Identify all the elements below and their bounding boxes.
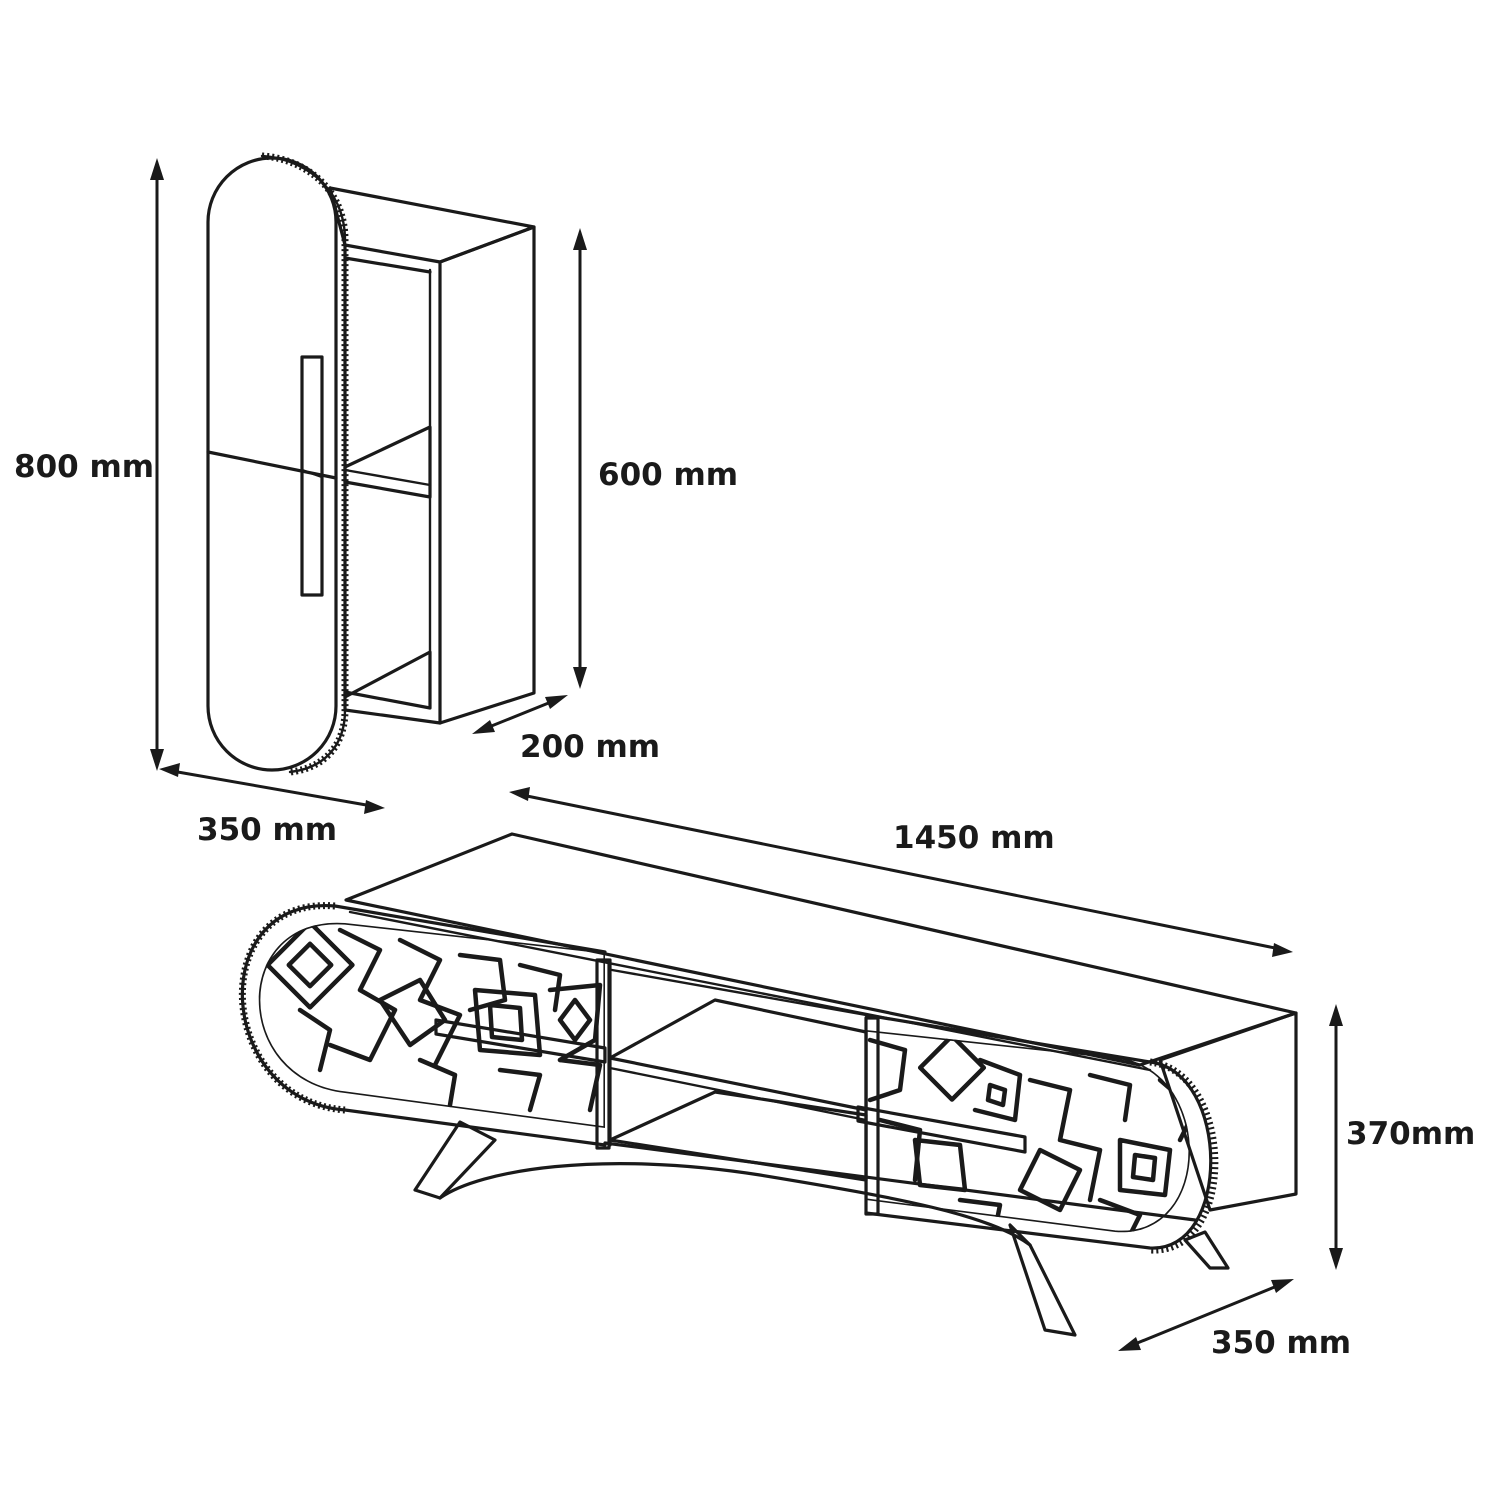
wall-cabinet-top xyxy=(328,186,536,264)
tv-unit-top-front-edge xyxy=(348,910,1152,1072)
dimension-arrows xyxy=(150,158,1343,1351)
tv-unit-left-door-slat xyxy=(595,958,611,1150)
wall-cabinet-handle-cut xyxy=(300,468,324,479)
tv-unit-left-door-carving xyxy=(258,922,605,1128)
label-wall-cabinet-shelf-height: 600 mm xyxy=(598,457,739,493)
tv-unit-right-handle[interactable] xyxy=(856,1105,1027,1154)
label-tv-unit-height: 370mm xyxy=(1346,1116,1476,1152)
arrow-head xyxy=(573,228,587,250)
wall-cabinet-middle-shelf xyxy=(343,425,432,499)
arrow-head xyxy=(1272,943,1293,957)
dim-line-1450 xyxy=(520,793,1282,951)
arrow-head xyxy=(159,763,180,777)
arrow-head xyxy=(545,695,568,709)
tv-unit-front-rail xyxy=(438,1162,1032,1247)
tv-unit-right-door-slat xyxy=(864,1016,880,1216)
arrow-head xyxy=(1271,1279,1294,1293)
arrow-head xyxy=(509,787,530,801)
wall-cabinet-bottom-shelf xyxy=(343,650,432,710)
arrow-head xyxy=(1329,1248,1343,1270)
wall-cabinet-bottom-edge xyxy=(343,708,442,725)
tv-unit-back-top xyxy=(610,968,868,1017)
dim-line-350-cabinet xyxy=(170,769,374,808)
dim-line-200 xyxy=(482,698,558,731)
dim-line-350-tv xyxy=(1128,1282,1284,1348)
tv-unit-right-door-carving xyxy=(866,1030,1190,1233)
label-tv-unit-width: 1450 mm xyxy=(893,820,1055,856)
arrow-head xyxy=(364,800,385,814)
arrow-head xyxy=(1329,1004,1343,1026)
wall-cabinet-shelf-edge xyxy=(343,468,432,487)
label-wall-cabinet-shelf-depth: 200 mm xyxy=(520,729,661,765)
label-tv-unit-depth: 350 mm xyxy=(1211,1325,1352,1361)
wall-cabinet-inner-top xyxy=(343,256,432,274)
tv-unit-left-leg xyxy=(413,1120,497,1200)
tv-unit-left-door-frame xyxy=(240,904,607,1147)
tv-unit-left-handle[interactable] xyxy=(434,1018,607,1064)
tv-unit-right-leg xyxy=(1008,1223,1077,1337)
label-wall-cabinet-height: 800 mm xyxy=(14,449,155,485)
arrow-head xyxy=(1118,1337,1141,1351)
wall-cabinet-door-texture xyxy=(261,152,349,776)
tv-unit-top xyxy=(344,832,1298,1067)
label-wall-cabinet-width: 350 mm xyxy=(197,812,338,848)
arrow-head xyxy=(150,158,164,180)
arrow-head xyxy=(150,749,164,771)
tv-unit-back-leg xyxy=(1183,1230,1230,1270)
tv-unit-left-edge-texture xyxy=(239,902,346,1114)
wall-cabinet-right-side xyxy=(438,225,536,725)
tv-unit-right-edge-texture xyxy=(1149,1058,1219,1254)
arrow-head xyxy=(573,667,587,689)
tv-unit-bottom-shelf xyxy=(608,1090,868,1182)
arrow-head xyxy=(472,720,495,734)
tv-unit xyxy=(239,832,1298,1337)
wall-cabinet xyxy=(206,152,536,776)
tv-unit-shelf-front xyxy=(608,1066,868,1122)
tv-unit-right-side xyxy=(1158,1011,1298,1212)
